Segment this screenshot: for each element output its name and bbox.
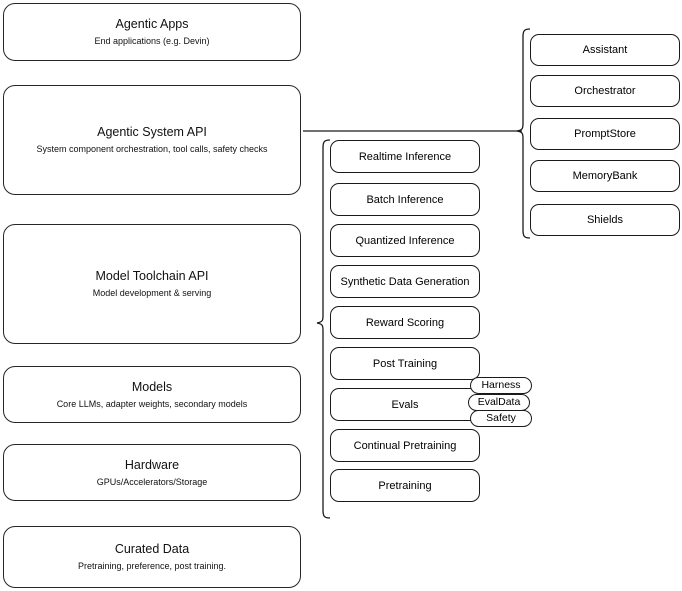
layer-model-toolchain-api[interactable]: Model Toolchain API Model development & …	[3, 224, 301, 344]
toolchain-item-label: Synthetic Data Generation	[340, 275, 470, 288]
layer-title: Hardware	[124, 457, 180, 472]
layer-title: Model Toolchain API	[95, 269, 209, 283]
toolchain-item-label: Post Training	[372, 357, 438, 370]
layer-subtitle: Core LLMs, adapter weights, secondary mo…	[56, 398, 248, 409]
layer-subtitle: GPUs/Accelerators/Storage	[96, 476, 208, 487]
toolchain-item-pretraining[interactable]: Pretraining	[330, 469, 480, 502]
layer-title: Models	[131, 379, 173, 394]
toolchain-item-realtime-inference[interactable]: Realtime Inference	[330, 140, 480, 173]
agentic-item-assistant[interactable]: Assistant	[530, 34, 680, 66]
agentic-item-label: Orchestrator	[574, 85, 636, 97]
brace-toolchain-components	[316, 139, 331, 519]
layer-agentic-apps[interactable]: Agentic Apps End applications (e.g. Devi…	[3, 3, 301, 61]
toolchain-item-label: Evals	[391, 398, 419, 411]
layer-title: Agentic Apps	[115, 17, 189, 31]
toolchain-item-label: Realtime Inference	[358, 150, 452, 163]
toolchain-item-post-training[interactable]: Post Training	[330, 347, 480, 380]
evals-tag-label: Safety	[486, 412, 516, 424]
layer-agentic-system-api[interactable]: Agentic System API System component orch…	[3, 85, 301, 195]
toolchain-item-label: Reward Scoring	[365, 316, 445, 329]
layer-models[interactable]: Models Core LLMs, adapter weights, secon…	[3, 366, 301, 423]
brace-agentic-system-components	[516, 28, 531, 239]
toolchain-item-evals[interactable]: Evals	[330, 388, 480, 421]
evals-tag-evaldata[interactable]: EvalData	[468, 394, 530, 411]
layer-subtitle: End applications (e.g. Devin)	[94, 36, 210, 46]
evals-tag-safety[interactable]: Safety	[470, 410, 532, 427]
layer-hardware[interactable]: Hardware GPUs/Accelerators/Storage	[3, 444, 301, 501]
layer-subtitle: System component orchestration, tool cal…	[36, 144, 268, 154]
layer-subtitle: Model development & serving	[92, 288, 212, 298]
toolchain-item-continual-pretraining[interactable]: Continual Pretraining	[330, 429, 480, 462]
evals-tag-label: EvalData	[477, 396, 521, 408]
toolchain-item-quantized-inference[interactable]: Quantized Inference	[330, 224, 480, 257]
agentic-item-orchestrator[interactable]: Orchestrator	[530, 75, 680, 107]
layer-title: Curated Data	[114, 542, 190, 556]
agentic-item-promptstore[interactable]: PromptStore	[530, 118, 680, 150]
toolchain-item-label: Quantized Inference	[355, 234, 455, 247]
toolchain-item-label: Batch Inference	[366, 193, 444, 206]
agentic-item-label: Assistant	[582, 44, 628, 56]
evals-tag-label: Harness	[481, 379, 521, 391]
layer-curated-data[interactable]: Curated Data Pretraining, preference, po…	[3, 526, 301, 588]
toolchain-item-batch-inference[interactable]: Batch Inference	[330, 183, 480, 216]
agentic-item-label: Shields	[586, 214, 624, 226]
agentic-item-label: MemoryBank	[572, 170, 638, 182]
toolchain-item-reward-scoring[interactable]: Reward Scoring	[330, 306, 480, 339]
agentic-item-label: PromptStore	[574, 128, 636, 140]
layer-subtitle: Pretraining, preference, post training.	[77, 561, 227, 571]
toolchain-item-label: Pretraining	[378, 479, 432, 492]
agentic-item-memorybank[interactable]: MemoryBank	[530, 160, 680, 192]
toolchain-item-synthetic-data-generation[interactable]: Synthetic Data Generation	[330, 265, 480, 298]
evals-tag-harness[interactable]: Harness	[470, 377, 532, 394]
agentic-item-shields[interactable]: Shields	[530, 204, 680, 236]
layer-title: Agentic System API	[97, 125, 207, 139]
toolchain-item-label: Continual Pretraining	[353, 439, 457, 452]
